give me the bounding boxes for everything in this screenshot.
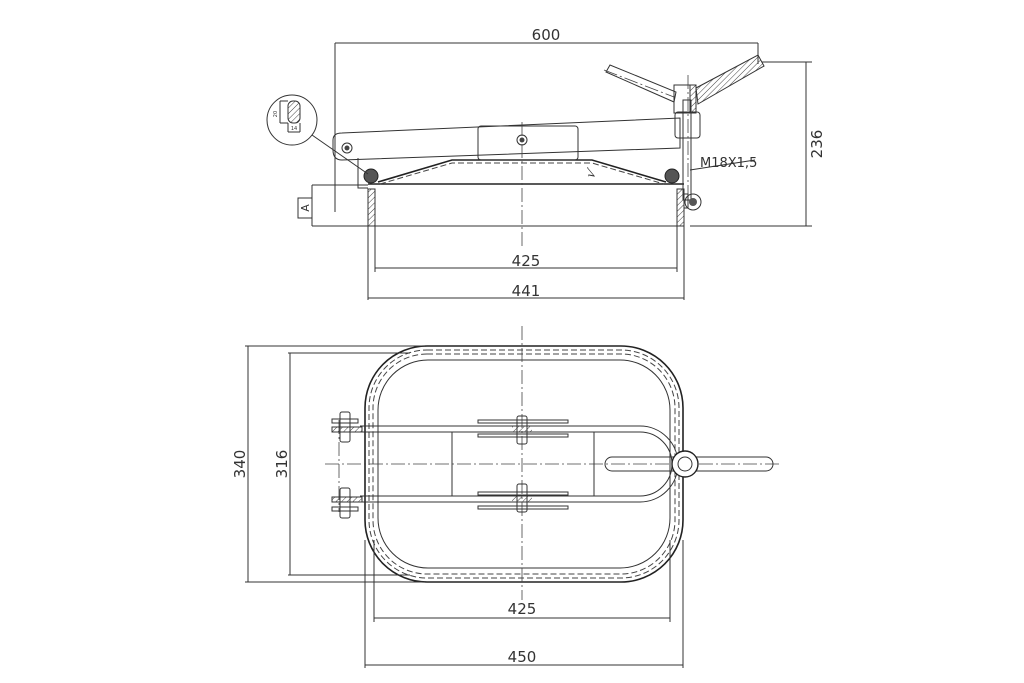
datum-a: A [297, 184, 368, 227]
gasket-right [664, 168, 680, 184]
dimension-316: 316 [273, 352, 410, 576]
svg-text:425: 425 [508, 600, 537, 618]
cross-plate-upper [477, 415, 569, 445]
svg-text:14: 14 [291, 126, 297, 132]
hinge-bolt-upper [331, 411, 363, 443]
dimension-450: 450 [364, 540, 684, 668]
thread-label: M18X1,5 [700, 156, 757, 171]
svg-text:20: 20 [273, 111, 279, 117]
gasket-left [363, 168, 379, 184]
dimension-text: 600 [532, 26, 561, 44]
dimension-600: 600 [334, 26, 759, 212]
svg-text:A: A [299, 204, 312, 212]
svg-text:340: 340 [231, 450, 249, 479]
surface-finish-symbol: √ [583, 166, 600, 181]
gasket-detail: 20 14 [266, 94, 369, 175]
handle-screw: M18X1,5 √ [583, 54, 765, 211]
handwheel-handle [604, 450, 774, 478]
svg-text:450: 450 [508, 648, 537, 666]
shell-wall-left [367, 188, 376, 227]
hinge-bolt-lower [331, 487, 363, 519]
clamp-arm [332, 117, 681, 189]
top-view: 340 316 425 450 [231, 326, 780, 668]
dimension-340: 340 [231, 345, 425, 583]
svg-text:425: 425 [512, 252, 541, 270]
dimension-text: 236 [808, 130, 826, 159]
side-view: 600 236 A [266, 26, 826, 300]
dimension-441: 441 [367, 226, 685, 300]
dimension-425-side: 425 [374, 226, 678, 272]
pivot-bolt-icon [341, 142, 353, 154]
dimension-236: 236 [690, 61, 826, 227]
dimension-425-top: 425 [373, 540, 671, 622]
svg-text:316: 316 [273, 450, 291, 479]
cross-plate-lower [477, 483, 569, 513]
svg-text:441: 441 [512, 282, 541, 300]
